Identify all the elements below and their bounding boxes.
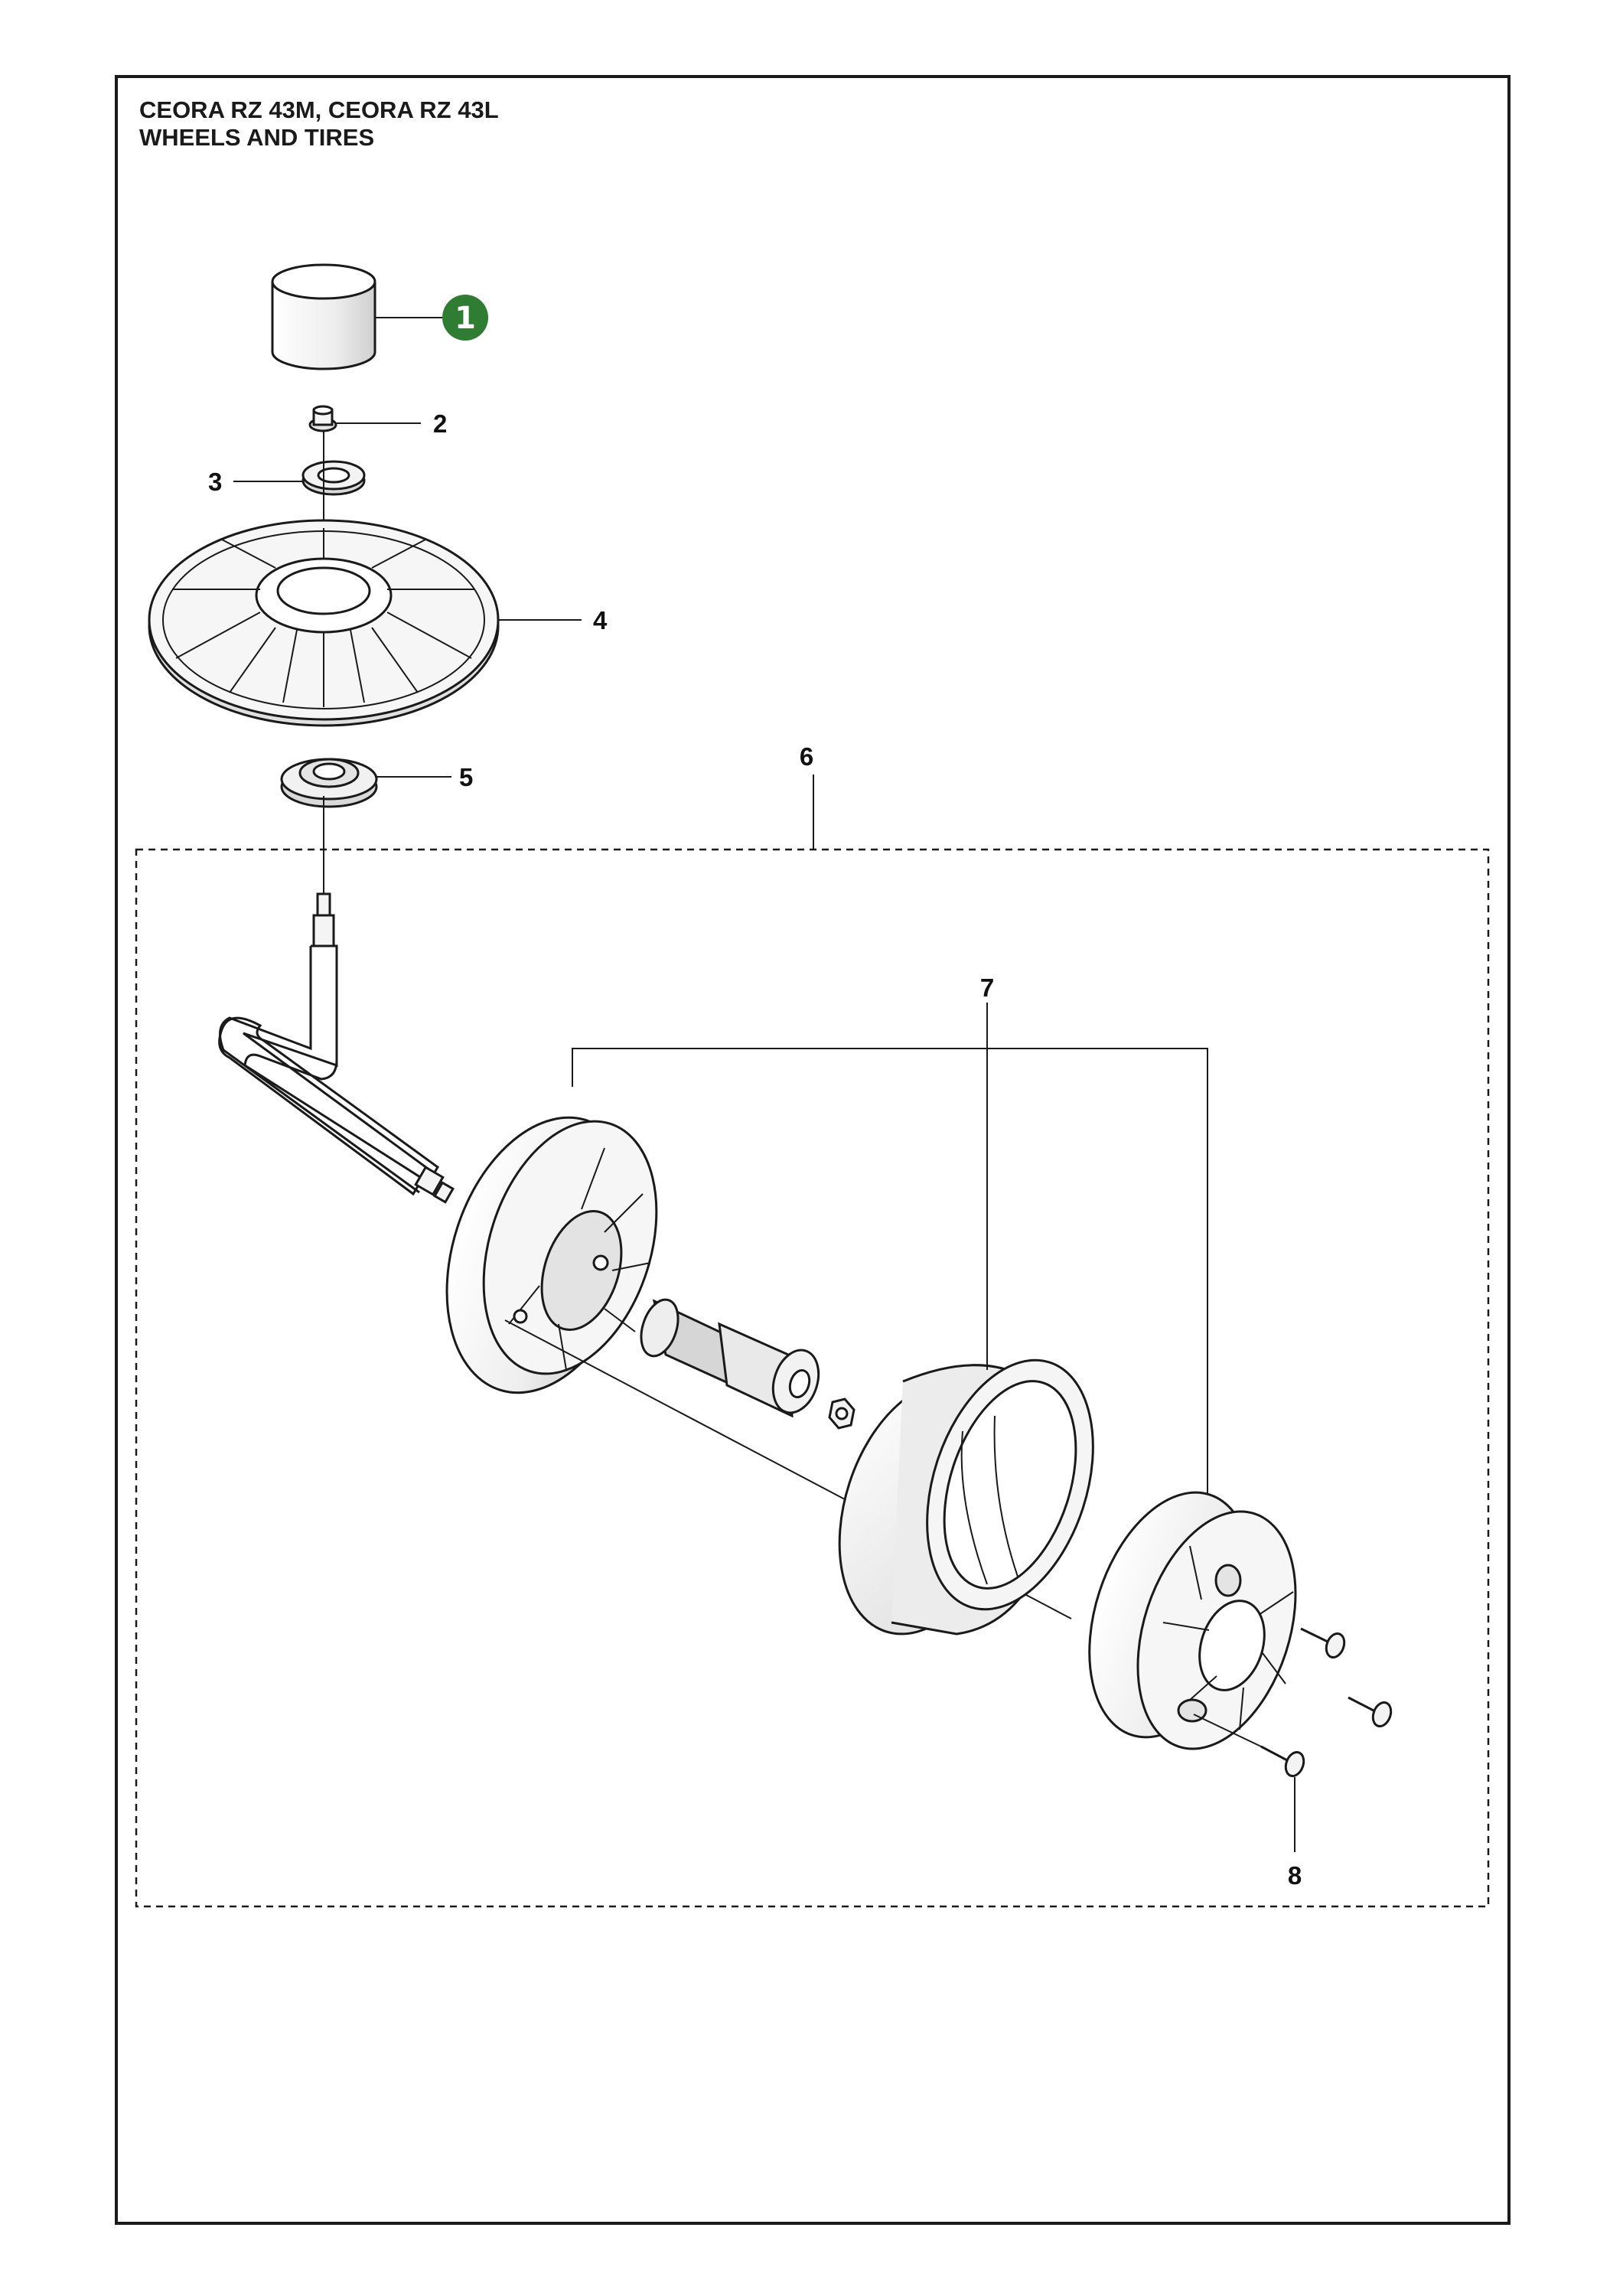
part-1-cylinder [271,263,376,370]
callout-8-label: 8 [1288,1861,1302,1890]
part-3-bearing [301,460,366,496]
part-2-nut [308,405,337,432]
title-section: WHEELS AND TIRES [139,124,375,151]
title-models: CEORA RZ 43M, CEORA RZ 43L [139,96,499,123]
part-4-wheel-cover [148,519,500,727]
hub-spacer [640,1298,820,1418]
callout-1-label: 1 [455,301,476,336]
part-7-tire [838,1358,1094,1636]
part-8-screw-b [1348,1696,1393,1727]
wheel-rim-inner [445,1116,658,1394]
callout-3-label: 3 [208,468,222,496]
callout-2-label: 2 [433,409,447,438]
wheel-rim-outer [1088,1491,1297,1750]
kit-boundary-box [135,848,1490,1908]
part-5-flange-bearing [280,758,378,808]
callout-7-bracket [572,1003,1208,1527]
screw-guide-line [1193,1714,1262,1747]
diagram-title: CEORA RZ 43M, CEORA RZ 43L WHEELS AND TI… [139,96,499,152]
callout-1-badge: 1 [442,295,488,341]
axle-shaft [218,892,455,1204]
part-8-screw-a [1300,1627,1346,1658]
callout-6-label: 6 [800,742,813,771]
callout-5-label: 5 [459,763,473,791]
page-border [115,75,1511,2225]
part-8-screw-c [1260,1745,1305,1777]
callout-7-label: 7 [980,974,994,1002]
hub-nut [828,1397,855,1430]
callout-4-label: 4 [593,606,608,634]
